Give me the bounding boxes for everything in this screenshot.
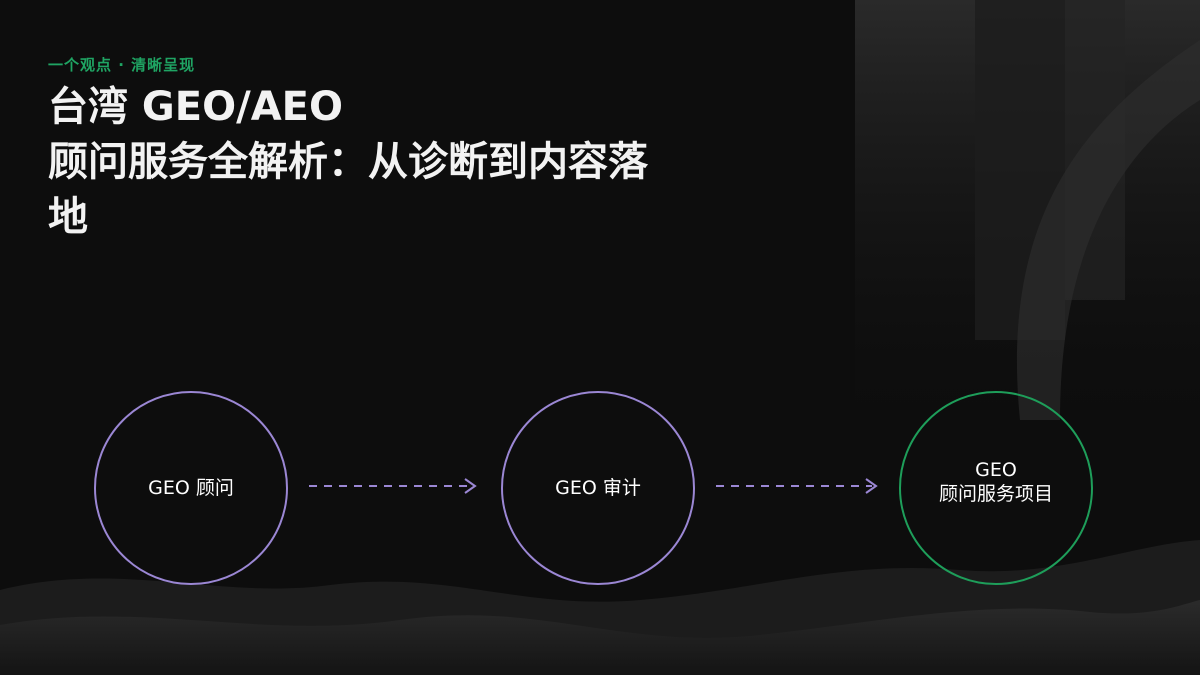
title-line: 顾问服务全解析：从诊断到内容落 — [48, 139, 648, 185]
wave-front — [0, 600, 1200, 675]
arrow-2 — [716, 478, 878, 494]
node-geo-audit: GEO 审计 — [501, 391, 695, 585]
node-label: 顾问服务项目 — [938, 483, 1053, 505]
eyebrow-text: 一个观点 · 清晰呈现 — [48, 56, 196, 74]
arrow-1 — [309, 478, 477, 494]
silk-curve — [1016, 40, 1200, 420]
node-geo-consultant: GEO 顾问 — [94, 391, 288, 585]
node-geo-service-items: GEO 顾问服务项目 — [899, 391, 1093, 585]
node-label: GEO 顾问 — [148, 477, 234, 499]
title-line: 地 — [48, 194, 88, 240]
title-line: 台湾 GEO/AEO — [48, 84, 343, 130]
page-title: 台湾 GEO/AEO 顾问服务全解析：从诊断到内容落 地 — [48, 80, 808, 245]
node-label: GEO — [975, 459, 1017, 481]
node-label: GEO 审计 — [555, 477, 641, 499]
